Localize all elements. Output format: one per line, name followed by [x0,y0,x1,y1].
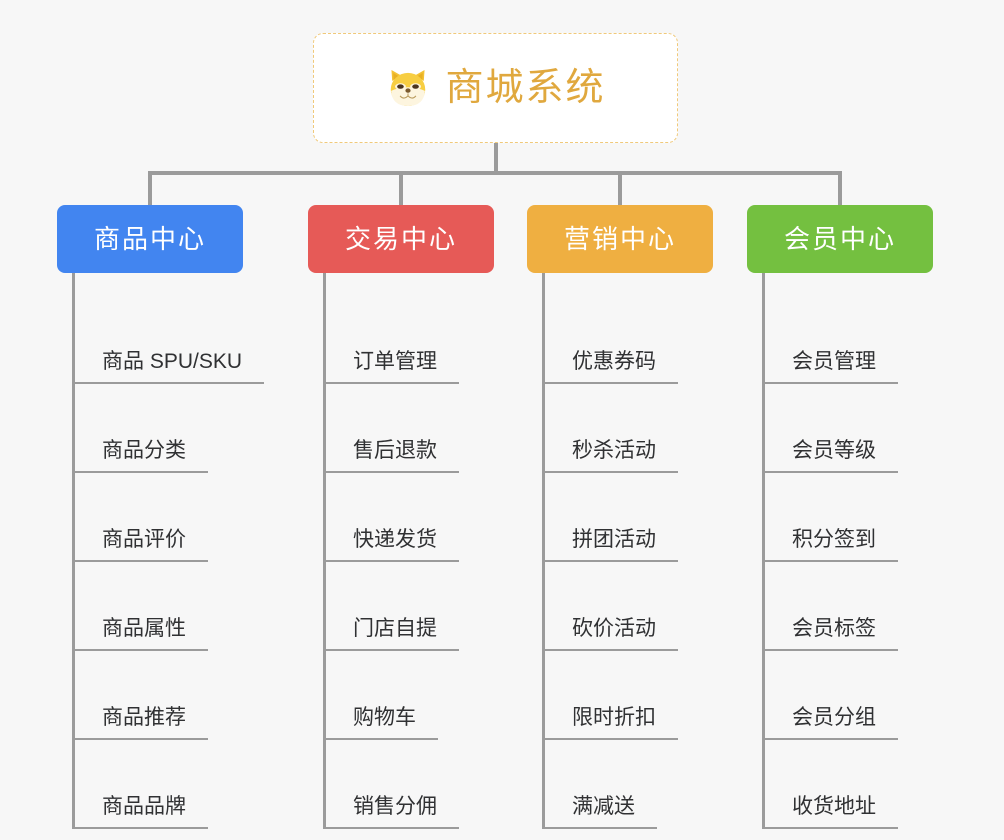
leaf-label: 售后退款 [353,438,437,462]
leaf-stack-2: 订单管理 售后退款 快递发货 门店自提 购物车 销售分佣 [308,273,528,829]
branch-header-营销中心[interactable]: 营销中心 [527,205,713,273]
leaf-label: 销售分佣 [353,794,437,818]
leaf-label: 收货地址 [792,794,876,818]
leaf-stack-1: 商品 SPU/SKU 商品分类 商品评价 商品属性 商品推荐 商品品牌 [57,273,277,829]
branch-header-会员中心[interactable]: 会员中心 [747,205,933,273]
branch-header-交易中心[interactable]: 交易中心 [308,205,494,273]
leaf-item[interactable]: 会员管理 [747,295,967,384]
leaf-trunk-1 [72,273,75,828]
leaf-label: 商品评价 [102,527,186,551]
leaf-label: 拼团活动 [572,527,656,551]
leaf-label: 购物车 [353,705,416,729]
leaf-label: 商品属性 [102,616,186,640]
leaf-item[interactable]: 商品品牌 [57,740,277,829]
connector-drop-branch-1 [148,171,152,207]
branch-column-1: 商品中心 商品 SPU/SKU 商品分类 商品评价 商品属性 商品推荐 商品品牌 [57,205,277,829]
leaf-item[interactable]: 商品分类 [57,384,277,473]
leaf-item[interactable]: 商品属性 [57,562,277,651]
branch-header-label: 会员中心 [783,224,896,254]
leaf-label: 订单管理 [353,349,437,373]
leaf-item[interactable]: 砍价活动 [527,562,747,651]
leaf-stack-3: 优惠券码 秒杀活动 拼团活动 砍价活动 限时折扣 满减送 [527,273,747,829]
leaf-item[interactable]: 优惠券码 [527,295,747,384]
leaf-item[interactable]: 订单管理 [308,295,528,384]
leaf-label: 商品品牌 [102,794,186,818]
leaf-item[interactable]: 门店自提 [308,562,528,651]
leaf-label: 商品 SPU/SKU [102,349,243,373]
leaf-item[interactable]: 会员等级 [747,384,967,473]
connector-root-stem [494,143,498,173]
branch-column-2: 交易中心 订单管理 售后退款 快递发货 门店自提 购物车 销售分佣 [308,205,528,829]
connector-drop-branch-2 [399,171,403,207]
leaf-label: 会员标签 [792,616,876,640]
branch-header-label: 商品中心 [93,224,206,254]
leaf-label: 优惠券码 [572,349,656,373]
branch-header-label: 交易中心 [344,224,457,254]
leaf-label: 秒杀活动 [572,438,656,462]
branch-header-商品中心[interactable]: 商品中心 [57,205,243,273]
connector-drop-branch-4 [838,171,842,207]
leaf-trunk-4 [762,273,765,828]
leaf-item[interactable]: 满减送 [527,740,747,829]
leaf-item[interactable]: 限时折扣 [527,651,747,740]
leaf-item[interactable]: 购物车 [308,651,528,740]
root-title: 商城系统 [445,67,606,109]
leaf-item[interactable]: 商品 SPU/SKU [57,295,277,384]
leaf-label: 满减送 [572,794,635,818]
leaf-item[interactable]: 商品评价 [57,473,277,562]
leaf-label: 商品分类 [102,438,186,462]
leaf-trunk-3 [542,273,545,828]
connector-drop-branch-3 [618,171,622,207]
branch-header-label: 营销中心 [563,224,676,254]
leaf-label: 门店自提 [353,616,437,640]
leaf-stack-4: 会员管理 会员等级 积分签到 会员标签 会员分组 收货地址 [747,273,967,829]
leaf-label: 砍价活动 [572,616,656,640]
leaf-item[interactable]: 拼团活动 [527,473,747,562]
leaf-item[interactable]: 售后退款 [308,384,528,473]
leaf-item[interactable]: 收货地址 [747,740,967,829]
leaf-item[interactable]: 快递发货 [308,473,528,562]
branch-column-3: 营销中心 优惠券码 秒杀活动 拼团活动 砍价活动 限时折扣 满减送 [527,205,747,829]
leaf-item[interactable]: 会员标签 [747,562,967,651]
leaf-item[interactable]: 销售分佣 [308,740,528,829]
leaf-item[interactable]: 会员分组 [747,651,967,740]
leaf-label: 会员管理 [792,349,876,373]
root-node[interactable]: 商城系统 [313,33,678,143]
connector-horizontal-bus [150,171,842,175]
branch-column-4: 会员中心 会员管理 会员等级 积分签到 会员标签 会员分组 收货地址 [747,205,967,829]
leaf-item[interactable]: 积分签到 [747,473,967,562]
leaf-label: 积分签到 [792,527,876,551]
leaf-item[interactable]: 秒杀活动 [527,384,747,473]
leaf-label: 快递发货 [353,527,437,551]
leaf-label: 商品推荐 [102,705,186,729]
leaf-trunk-2 [323,273,326,828]
leaf-label: 会员分组 [792,705,876,729]
leaf-item[interactable]: 商品推荐 [57,651,277,740]
shiba-dog-face-icon [391,70,426,106]
leaf-label: 限时折扣 [572,705,656,729]
leaf-label: 会员等级 [792,438,876,462]
